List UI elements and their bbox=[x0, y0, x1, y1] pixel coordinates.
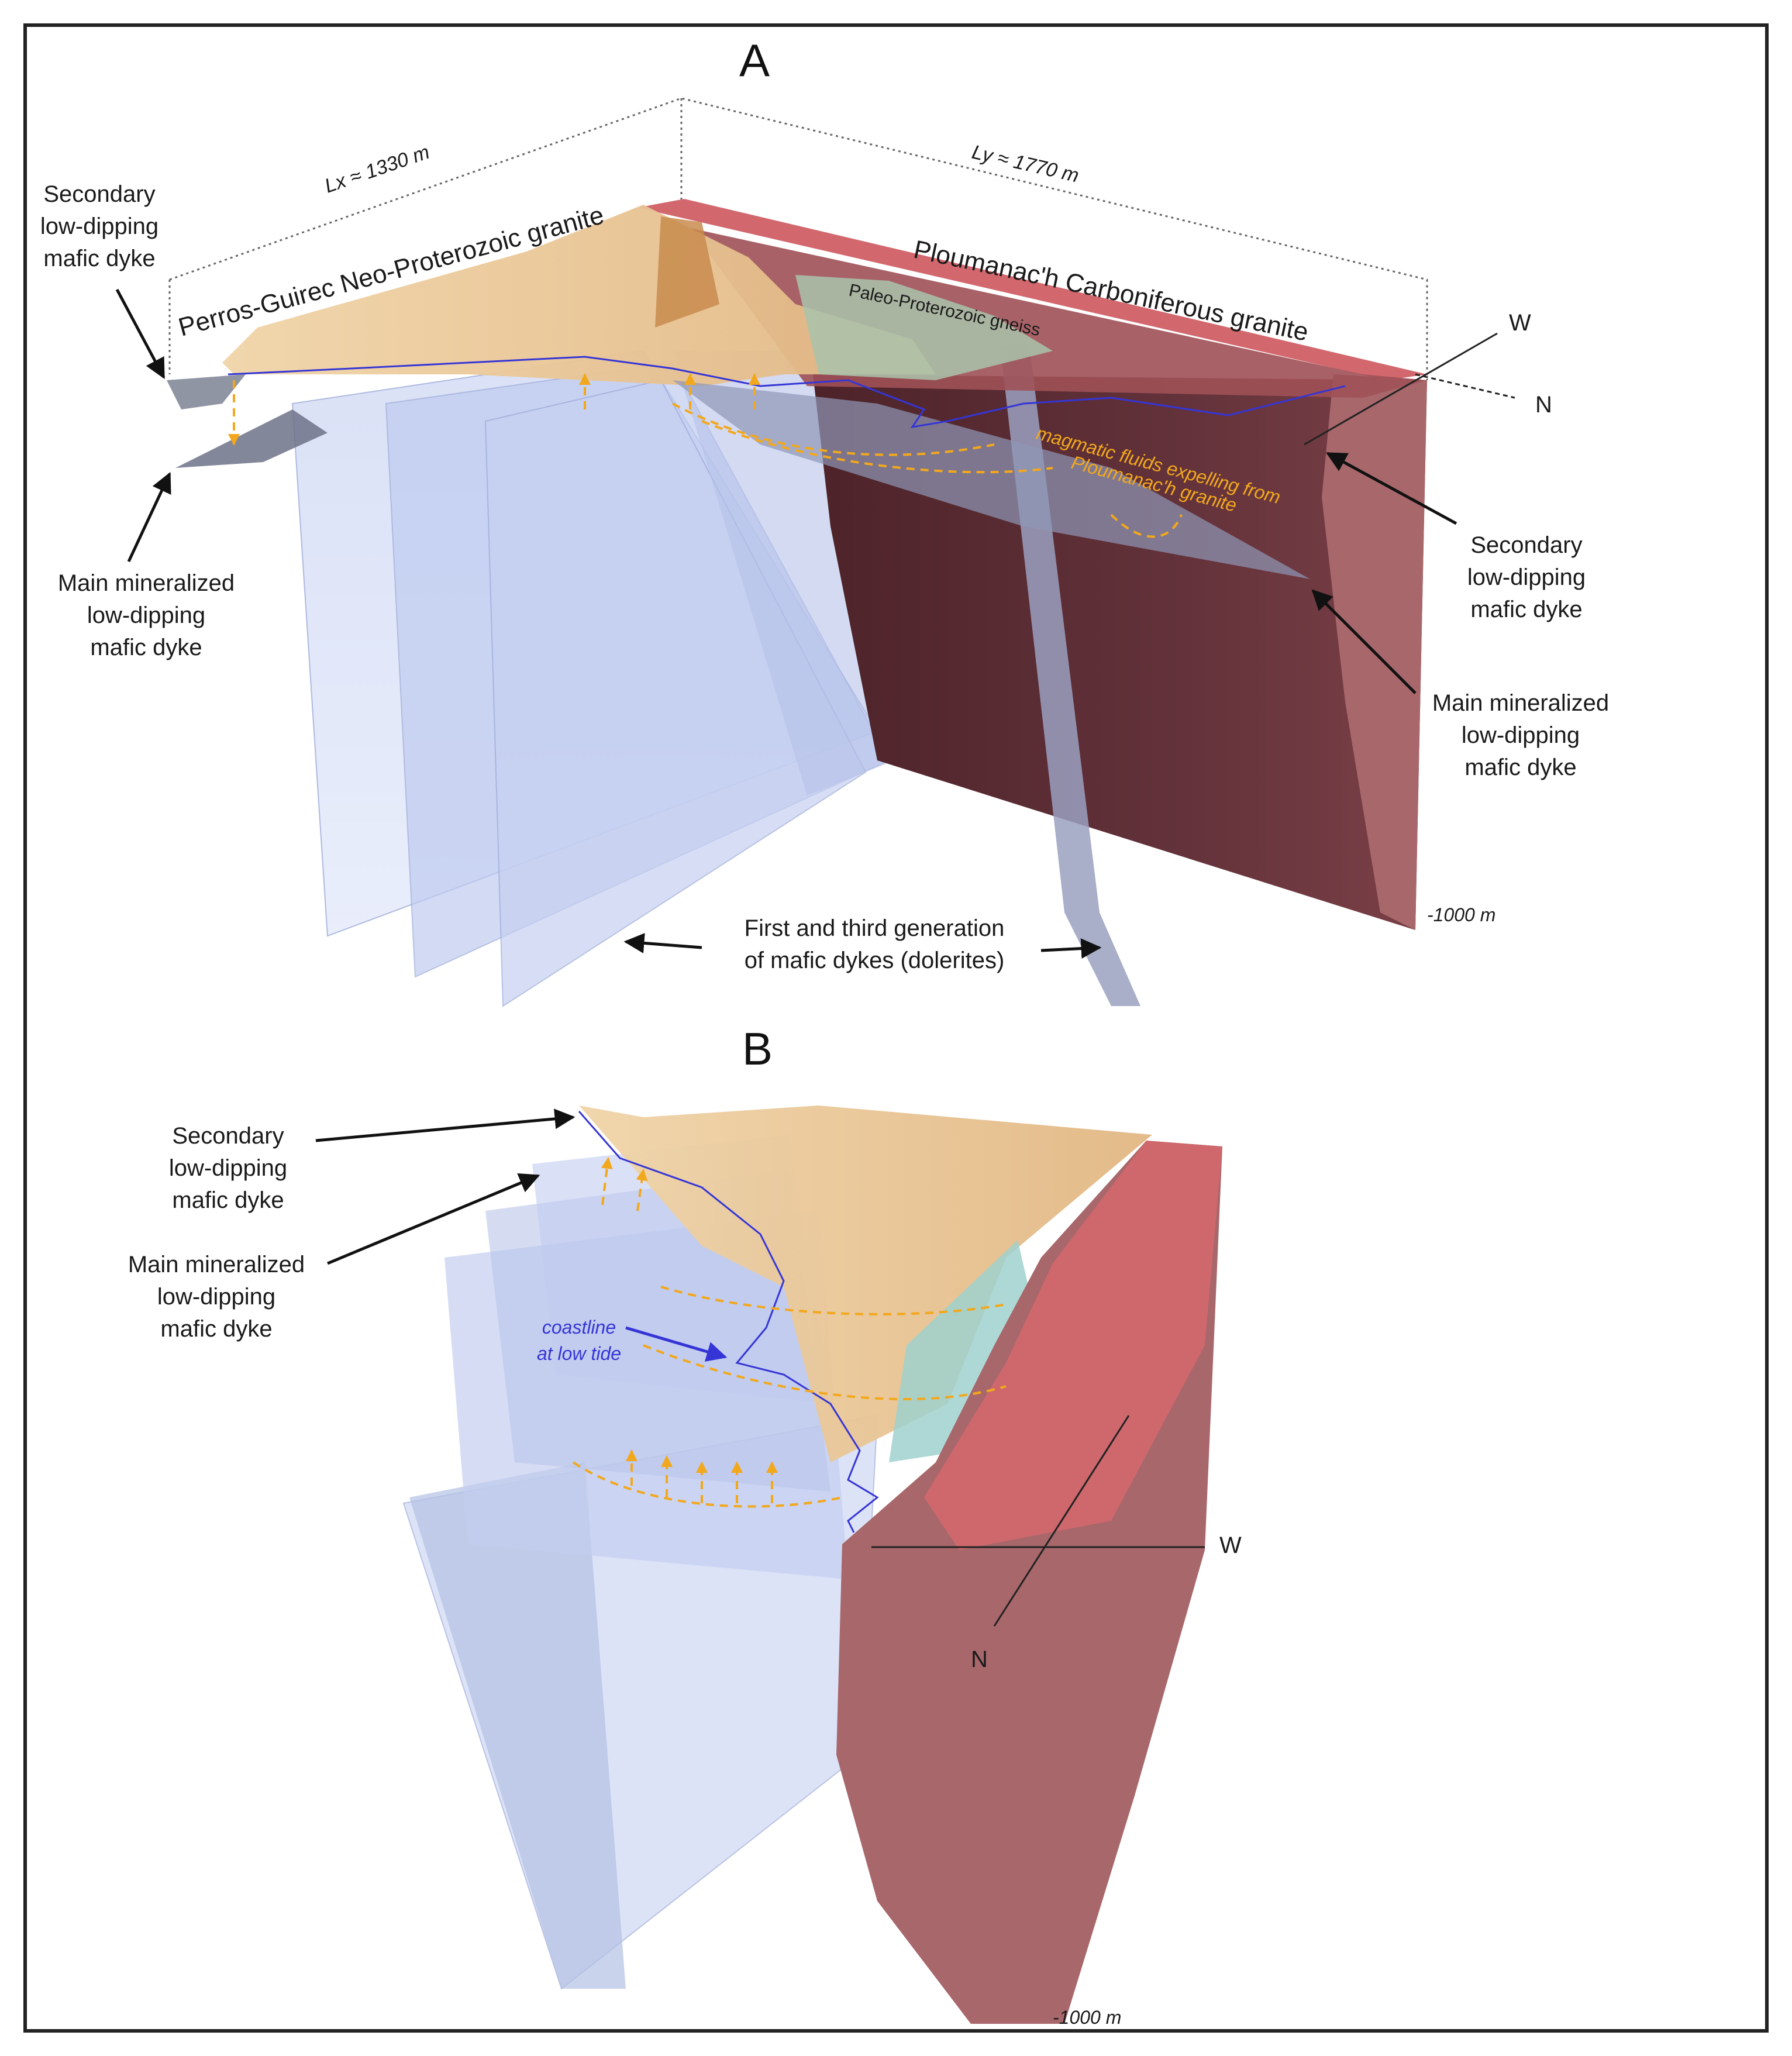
perros-guirec-surface-b bbox=[579, 1106, 1152, 1462]
compass-a bbox=[1304, 332, 1515, 446]
compass-n-b: N bbox=[971, 1647, 988, 1672]
svg-text:coastline: coastline bbox=[542, 1317, 616, 1338]
gneiss-surface-b bbox=[889, 1240, 1035, 1462]
svg-text:mafic dyke: mafic dyke bbox=[1470, 597, 1582, 622]
arrow-generation-left bbox=[623, 932, 702, 953]
granite-top-b bbox=[924, 1141, 1222, 1550]
svg-text:low-dipping: low-dipping bbox=[169, 1155, 287, 1181]
bounding-box-a bbox=[168, 97, 1428, 380]
svg-text:of mafic dykes (dolerites): of mafic dykes (dolerites) bbox=[745, 948, 1005, 973]
coastline-b bbox=[578, 1111, 879, 1533]
svg-text:mafic dyke: mafic dyke bbox=[160, 1316, 272, 1342]
panel-a: A Lx ≈ 1330 m Ly ≈ 1770 m bbox=[40, 35, 1609, 1007]
svg-text:Main mineralized: Main mineralized bbox=[58, 570, 235, 596]
arrow-generation-right bbox=[1040, 938, 1102, 959]
generation-label: First and third generation of mafic dyke… bbox=[745, 915, 1005, 973]
granite-top-surface bbox=[637, 199, 1427, 380]
svg-text:low-dipping: low-dipping bbox=[87, 602, 205, 628]
depth-label-b: -1000 m bbox=[1053, 2007, 1121, 2028]
compass-b bbox=[871, 1415, 1205, 1627]
coastline-a bbox=[228, 356, 1346, 429]
dim-ly-label: Ly ≈ 1770 m bbox=[970, 141, 1081, 187]
arrow-coastline bbox=[625, 1326, 728, 1362]
panel-b: B bbox=[128, 1023, 1242, 2028]
perros-guirec-surface bbox=[222, 205, 936, 386]
secondary-dyke-right-label: Secondary low-dipping mafic dyke bbox=[1467, 532, 1586, 622]
arrow-main-b bbox=[327, 1173, 540, 1265]
depth-label-a: -1000 m bbox=[1427, 904, 1495, 925]
svg-text:low-dipping: low-dipping bbox=[1462, 722, 1580, 748]
svg-text:Secondary: Secondary bbox=[43, 181, 155, 207]
main-dyke-right-label: Main mineralized low-dipping mafic dyke bbox=[1432, 690, 1609, 780]
gneiss-surface bbox=[795, 275, 1053, 380]
panel-a-letter: A bbox=[739, 35, 770, 86]
dim-lx-label: Lx ≈ 1330 m bbox=[322, 141, 432, 198]
svg-text:mafic dyke: mafic dyke bbox=[1464, 755, 1576, 780]
secondary-dyke-b-label: Secondary low-dipping mafic dyke bbox=[169, 1123, 287, 1213]
compass-w-b: W bbox=[1219, 1532, 1242, 1558]
svg-text:Main mineralized: Main mineralized bbox=[128, 1252, 305, 1277]
svg-text:low-dipping: low-dipping bbox=[40, 213, 158, 239]
svg-text:mafic dyke: mafic dyke bbox=[90, 635, 202, 660]
magmatic-fluid-paths-a bbox=[228, 373, 1183, 538]
compass-n-a: N bbox=[1535, 392, 1552, 418]
arrow-main-left bbox=[127, 471, 171, 563]
secondary-dyke-left-label: Secondary low-dipping mafic dyke bbox=[40, 181, 158, 271]
main-dyke-right-plane bbox=[673, 380, 1310, 579]
svg-text:First and third generation: First and third generation bbox=[745, 915, 1005, 941]
svg-text:mafic dyke: mafic dyke bbox=[172, 1187, 284, 1213]
orange-patch bbox=[655, 216, 719, 328]
arrow-secondary-right bbox=[1325, 452, 1457, 525]
svg-text:mafic dyke: mafic dyke bbox=[43, 246, 155, 271]
magmatic-fluid-paths-b bbox=[572, 1157, 1007, 1508]
svg-text:Main mineralized: Main mineralized bbox=[1432, 690, 1609, 716]
arrow-secondary-left bbox=[115, 288, 166, 380]
svg-text:Secondary: Secondary bbox=[1470, 532, 1582, 558]
svg-text:Secondary: Secondary bbox=[172, 1123, 284, 1149]
arrow-main-right bbox=[1311, 589, 1417, 694]
main-dyke-left bbox=[175, 409, 328, 468]
secondary-dyke-left bbox=[167, 374, 246, 409]
svg-text:low-dipping: low-dipping bbox=[1467, 564, 1586, 590]
coastline-label: coastline at low tide bbox=[537, 1317, 621, 1364]
main-dyke-b-label: Main mineralized low-dipping mafic dyke bbox=[128, 1252, 305, 1342]
compass-w-a: W bbox=[1509, 310, 1531, 336]
panel-b-letter: B bbox=[742, 1023, 773, 1075]
ploumanach-granite-face bbox=[813, 374, 1427, 930]
main-dyke-left-label: Main mineralized low-dipping mafic dyke bbox=[58, 570, 235, 660]
arrow-secondary-b bbox=[315, 1108, 575, 1142]
svg-text:at low tide: at low tide bbox=[537, 1343, 621, 1364]
svg-text:low-dipping: low-dipping bbox=[157, 1284, 275, 1310]
